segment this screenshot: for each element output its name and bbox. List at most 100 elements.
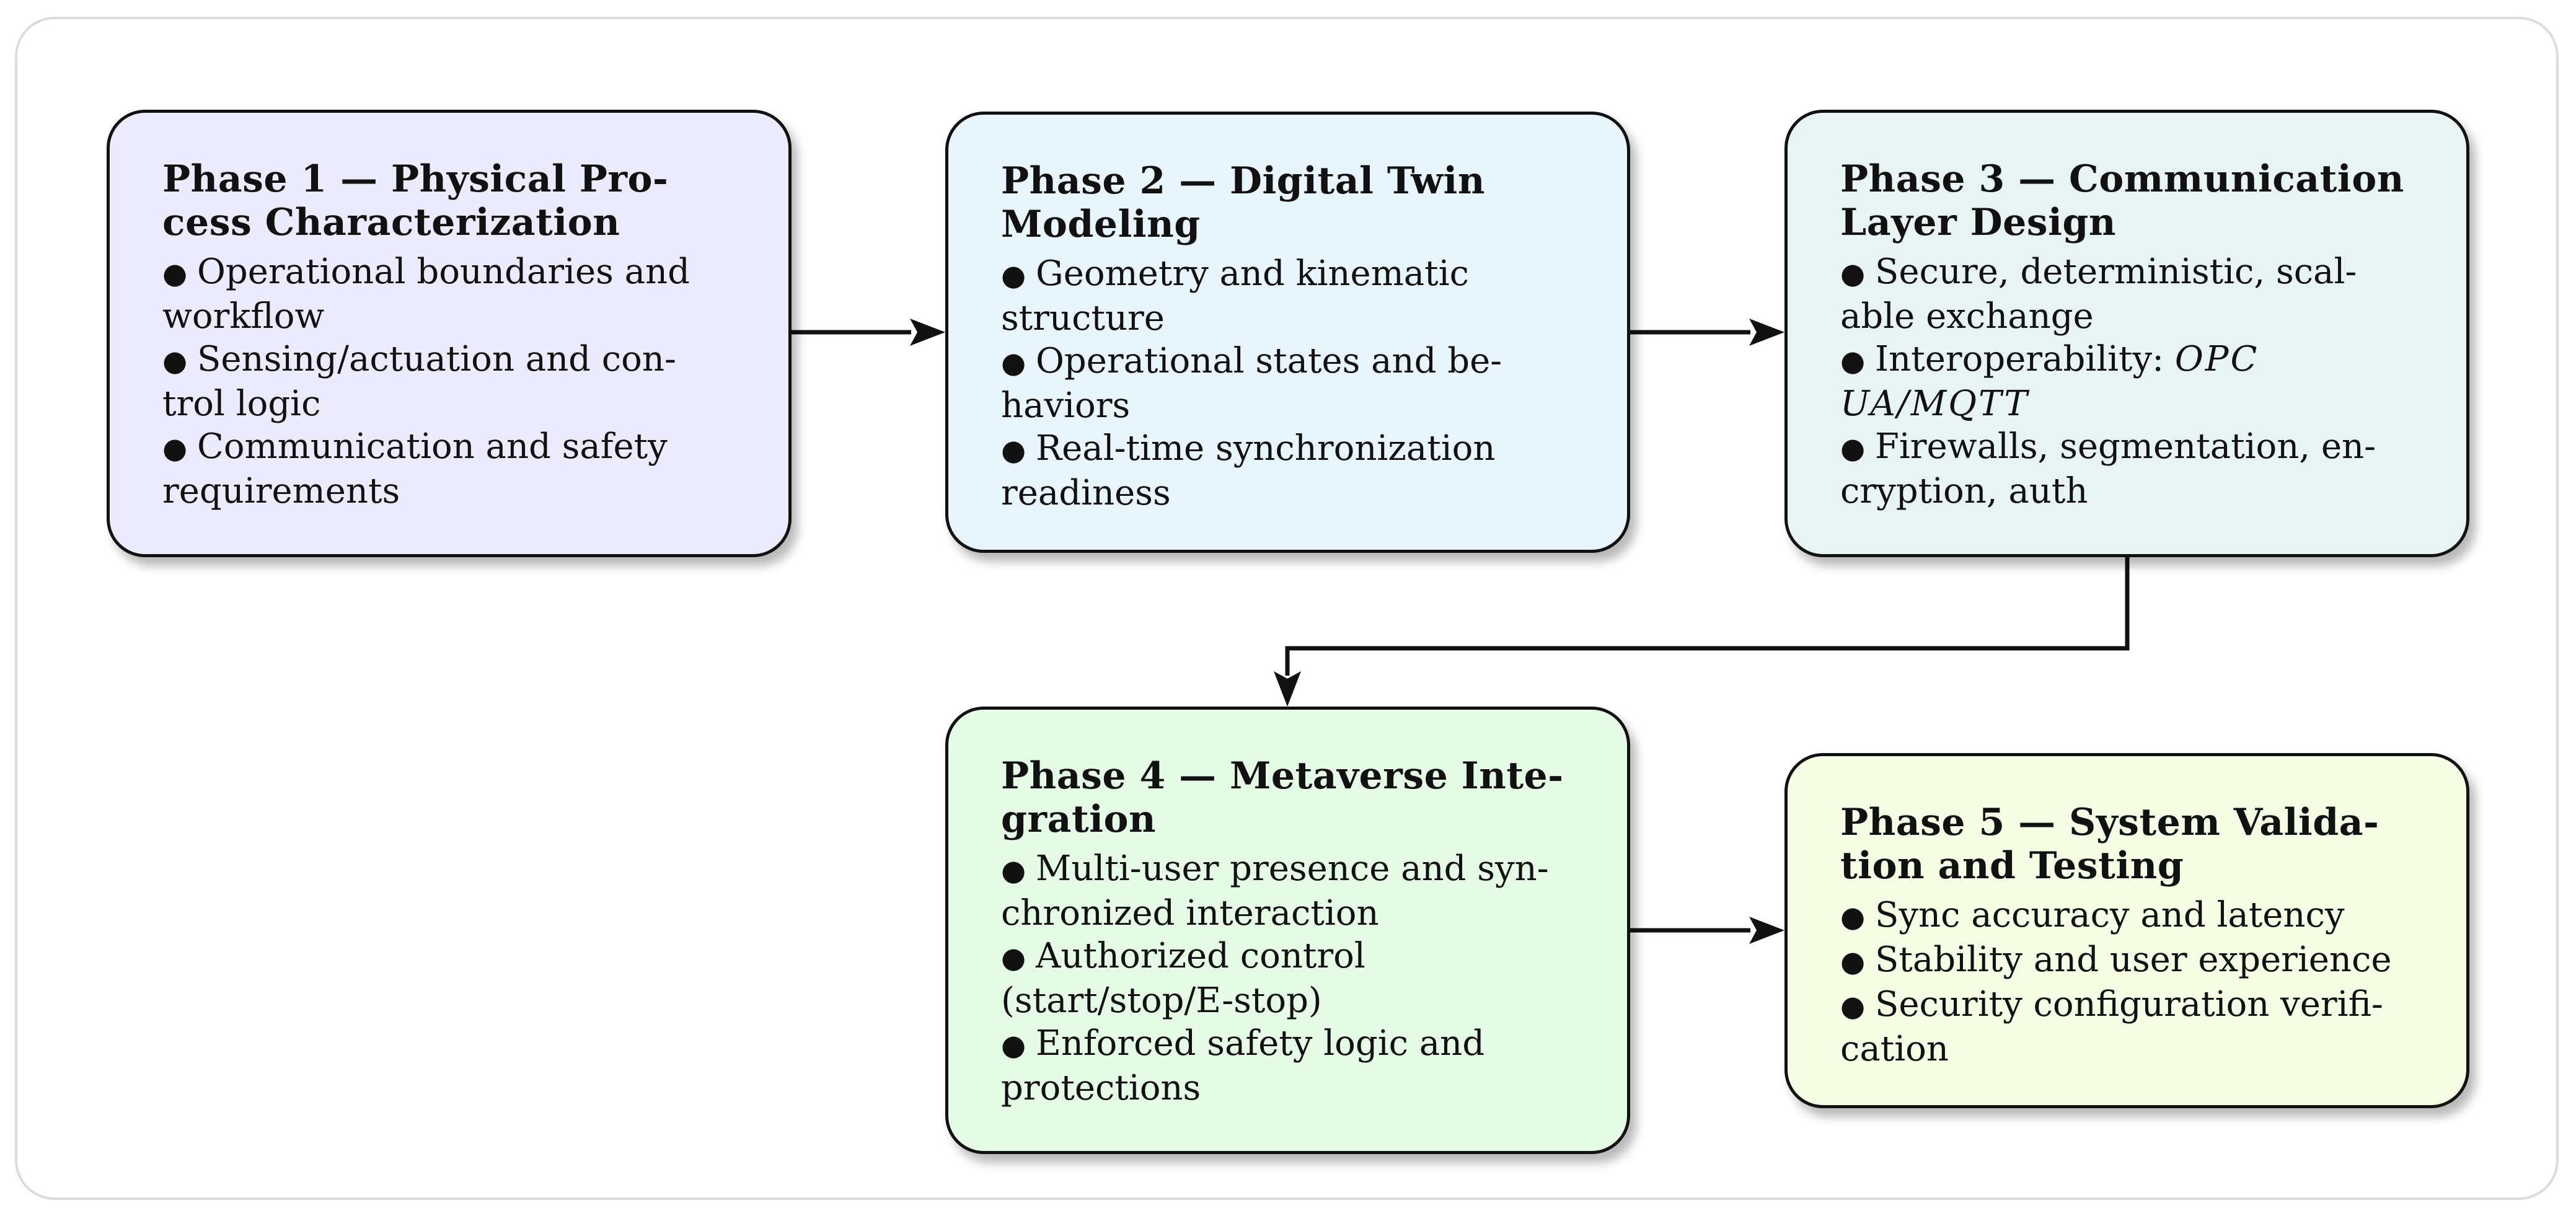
item-text: Secure, deterministic, scal- — [1875, 252, 2357, 292]
item-text: Authorized control — [1036, 936, 1365, 976]
phase-2-item-line: ● Geometry and kinematic — [1001, 252, 1584, 297]
phase-2-item-line: haviors — [1001, 384, 1584, 427]
phase-3-title-line: Phase 3 — Communication — [1840, 157, 2404, 201]
phase-1-item-line: trol logic — [162, 382, 745, 425]
phase-4-item-line: (start/stop/E-stop) — [1001, 979, 1584, 1022]
item-text: requirements — [162, 471, 400, 511]
bullet-icon: ● — [1840, 257, 1866, 290]
phase-4-item-line: ● Authorized control — [1001, 935, 1584, 979]
phase-1-item-line: ● Sensing/actuation and con- — [162, 338, 745, 382]
phase-2-item-line: structure — [1001, 297, 1584, 340]
bullet-icon: ● — [1001, 853, 1026, 887]
item-text: Sync accuracy and latency — [1875, 895, 2345, 935]
phase-1-title-line: Phase 1 — Physical Pro- — [162, 157, 669, 201]
phase-5-item-list: ● Sync accuracy and latency ● Stability and… — [1840, 894, 2423, 1070]
arrow-phase3-to-phase4 — [1274, 557, 2130, 707]
bullet-icon: ● — [1840, 431, 1866, 465]
item-text: readiness — [1001, 473, 1171, 513]
item-text: Real-time synchronization — [1036, 428, 1496, 469]
phase-1-title-line: cess Characterization — [162, 201, 620, 244]
phase-5-title-line: Phase 5 — System Valida- — [1840, 801, 2380, 844]
phase-1-item-line: workflow — [162, 295, 745, 338]
bullet-icon: ● — [162, 431, 188, 465]
bullet-icon: ● — [1840, 900, 1866, 933]
item-text: chronized interaction — [1001, 893, 1379, 933]
phase-2-item-line: ● Real-time synchronization — [1001, 427, 1584, 472]
bullet-icon: ● — [162, 344, 188, 377]
phase-3-item-line: ● Firewalls, segmentation, en- — [1840, 425, 2423, 470]
item-text: cryption, auth — [1840, 471, 2088, 511]
phase-2-title-line: Modeling — [1001, 203, 1201, 246]
item-text: Interoperability: OPC — [1875, 339, 2259, 379]
phase-4-item-line: protections — [1001, 1067, 1584, 1109]
item-text: Multi-user presence and syn- — [1036, 849, 1549, 889]
phase-3-item-list: ● Secure, deterministic, scal-able exchan… — [1840, 250, 2423, 513]
phase-3-item-line: able exchange — [1840, 295, 2423, 338]
phase-3-item-line: ● Interoperability: OPC — [1840, 338, 2423, 382]
bullet-icon: ● — [1840, 989, 1866, 1023]
phase-2-item-line: readiness — [1001, 472, 1584, 514]
item-text: haviors — [1001, 386, 1131, 426]
bullet-icon: ● — [1001, 433, 1026, 467]
phase-5-item-line: ● Security configuration verifi- — [1840, 983, 2423, 1028]
item-text: Geometry and kinematic — [1036, 253, 1469, 294]
bullet-icon: ● — [1001, 258, 1026, 292]
bullet-icon: ● — [1001, 941, 1026, 974]
bullet-icon: ● — [162, 257, 188, 290]
phase-4-box: Phase 4 — Metaverse Inte-gration ● Multi-u… — [945, 707, 1630, 1154]
phase-1-title: Phase 1 — Physical Pro-cess Characteriza… — [162, 157, 745, 244]
item-text: Operational states and be- — [1036, 341, 1502, 381]
item-text: trol logic — [162, 384, 321, 424]
bullet-icon: ● — [1001, 1028, 1026, 1062]
phase-1-item-line: requirements — [162, 470, 745, 513]
item-text: Operational boundaries and — [197, 252, 690, 292]
arrow-phase2-to-phase3 — [1630, 319, 1784, 346]
item-text: Firewalls, segmentation, en- — [1875, 426, 2376, 467]
phase-4-title: Phase 4 — Metaverse Inte-gration — [1001, 754, 1584, 841]
phase-3-title-line: Layer Design — [1840, 201, 2116, 244]
item-text: Communication and safety — [197, 426, 668, 467]
phase-5-title: Phase 5 — System Valida-tion and Testing — [1840, 801, 2423, 888]
phase-5-item-line: ● Sync accuracy and latency — [1840, 894, 2423, 938]
phase-5-item-line: ● Stability and user experience — [1840, 938, 2423, 983]
phase-3-item-line: cryption, auth — [1840, 470, 2423, 513]
item-text: Security configuration verifi- — [1875, 984, 2383, 1025]
item-text: UA/MQTT — [1840, 384, 2029, 424]
item-text: structure — [1001, 298, 1165, 338]
item-text: protections — [1001, 1068, 1201, 1108]
item-text: Stability and user experience — [1875, 940, 2392, 980]
phase-3-item-line: ● Secure, deterministic, scal- — [1840, 250, 2423, 295]
phase-5-item-line: cation — [1840, 1028, 2423, 1070]
item-text: (start/stop/E-stop) — [1001, 981, 1322, 1021]
phase-1-item-line: ● Operational boundaries and — [162, 250, 745, 295]
phase-4-item-line: ● Enforced safety logic and — [1001, 1022, 1584, 1067]
phase-1-box: Phase 1 — Physical Pro-cess Characteriza… — [107, 110, 792, 557]
phase-5-box: Phase 5 — System Valida-tion and Testing… — [1784, 753, 2469, 1108]
item-text: able exchange — [1840, 296, 2094, 337]
phase-4-item-list: ● Multi-user presence and syn-chronized i… — [1001, 847, 1584, 1109]
phase-4-item-line: chronized interaction — [1001, 892, 1584, 935]
item-text: Sensing/actuation and con- — [197, 339, 676, 379]
bullet-icon: ● — [1840, 945, 1866, 978]
arrow-phase4-to-phase5 — [1630, 917, 1784, 944]
phase-4-item-line: ● Multi-user presence and syn- — [1001, 847, 1584, 892]
phase-4-title-line: Phase 4 — Metaverse Inte- — [1001, 754, 1564, 798]
item-text: Enforced safety logic and — [1036, 1023, 1485, 1064]
bullet-icon: ● — [1840, 344, 1866, 377]
phase-1-item-line: ● Communication and safety — [162, 425, 745, 470]
item-text: cation — [1840, 1029, 1949, 1069]
phase-3-item-line: UA/MQTT — [1840, 382, 2423, 425]
phase-2-item-line: ●Operational states and be- — [1001, 340, 1584, 384]
arrow-phase1-to-phase2 — [792, 319, 945, 346]
phase-4-title-line: gration — [1001, 798, 1157, 841]
phase-5-title-line: tion and Testing — [1840, 844, 2184, 888]
phase-2-title-line: Phase 2 — Digital Twin — [1001, 159, 1485, 203]
